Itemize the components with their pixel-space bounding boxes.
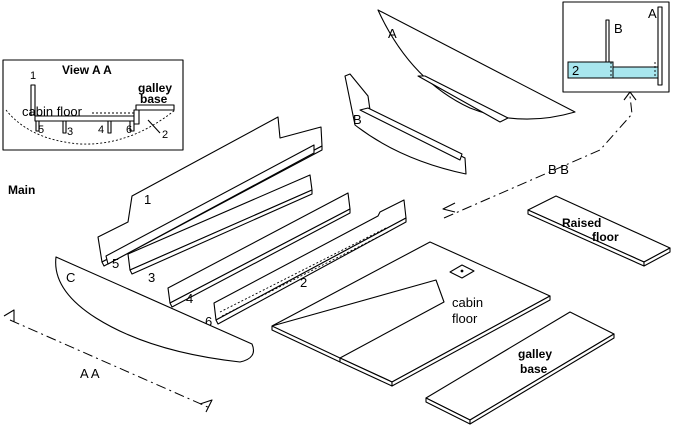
raised-floor-label-1: Raised bbox=[562, 216, 601, 230]
stringer-5: 5 bbox=[105, 144, 315, 271]
view-bb-frame bbox=[562, 1, 670, 93]
galley-base: galley base bbox=[425, 311, 615, 425]
cabin-floor-label-2: floor bbox=[452, 311, 478, 326]
view-aa-num-4: 4 bbox=[98, 124, 104, 136]
view-aa-inset: View A A 1 galley base cabin floor 5 3 4… bbox=[2, 59, 184, 151]
section-bb-line bbox=[443, 95, 633, 219]
stringer-6-label: 6 bbox=[205, 314, 212, 329]
section-aa-label: A A bbox=[80, 366, 100, 381]
view-aa-hull-outline bbox=[5, 109, 176, 145]
view-aa-base: base bbox=[140, 92, 168, 106]
view-aa-frame bbox=[2, 59, 184, 151]
galley-base-label-2: base bbox=[520, 362, 548, 376]
stringer-3-label: 3 bbox=[148, 270, 155, 285]
view-bb-label-b: B bbox=[614, 21, 623, 36]
cabin-floor-label-1: cabin bbox=[452, 295, 483, 310]
stringer-3: 3 bbox=[127, 174, 313, 285]
main-label: Main bbox=[8, 183, 35, 197]
panel-1-label: 1 bbox=[144, 192, 151, 207]
view-bb-label-a: A bbox=[648, 6, 657, 21]
panel-b: B bbox=[344, 73, 467, 175]
view-aa-galley: galley bbox=[138, 81, 172, 95]
view-aa-cabin-floor: cabin floor bbox=[22, 104, 83, 119]
stringer-4-label: 4 bbox=[186, 291, 193, 306]
panel-a-label: A bbox=[388, 26, 397, 41]
view-aa-num-6: 6 bbox=[126, 124, 132, 136]
panel-c-label: C bbox=[66, 270, 75, 285]
panel-a: A bbox=[377, 9, 576, 123]
view-aa-side-1 bbox=[30, 84, 36, 116]
galley-base-label-1: galley bbox=[518, 347, 552, 361]
raised-floor: Raised floor bbox=[527, 195, 671, 267]
view-aa-title: View A A bbox=[62, 63, 112, 77]
view-aa-galley-plate bbox=[135, 104, 175, 111]
view-aa-num-5: 5 bbox=[38, 124, 44, 136]
raised-floor-label-2: floor bbox=[592, 230, 619, 244]
section-aa-line bbox=[9, 319, 211, 409]
panel-c: C bbox=[55, 256, 255, 363]
stringer-5-label: 5 bbox=[112, 256, 119, 271]
view-aa-floor-plate bbox=[34, 115, 136, 122]
panel-b-label: B bbox=[353, 112, 362, 127]
view-aa-part-1: 1 bbox=[30, 70, 36, 82]
cabin-floor: cabin floor bbox=[271, 241, 551, 387]
view-aa-num-2: 2 bbox=[162, 129, 168, 141]
view-bb-num-2: 2 bbox=[572, 63, 579, 78]
stringer-4: 4 bbox=[167, 192, 351, 308]
view-aa-num-3: 3 bbox=[67, 126, 73, 138]
stringer-2-label: 2 bbox=[300, 275, 307, 290]
view-bb-inset: A B 2 bbox=[562, 1, 670, 93]
stringer-2: 2 6 bbox=[205, 199, 407, 329]
section-bb-label: B B bbox=[548, 162, 569, 177]
